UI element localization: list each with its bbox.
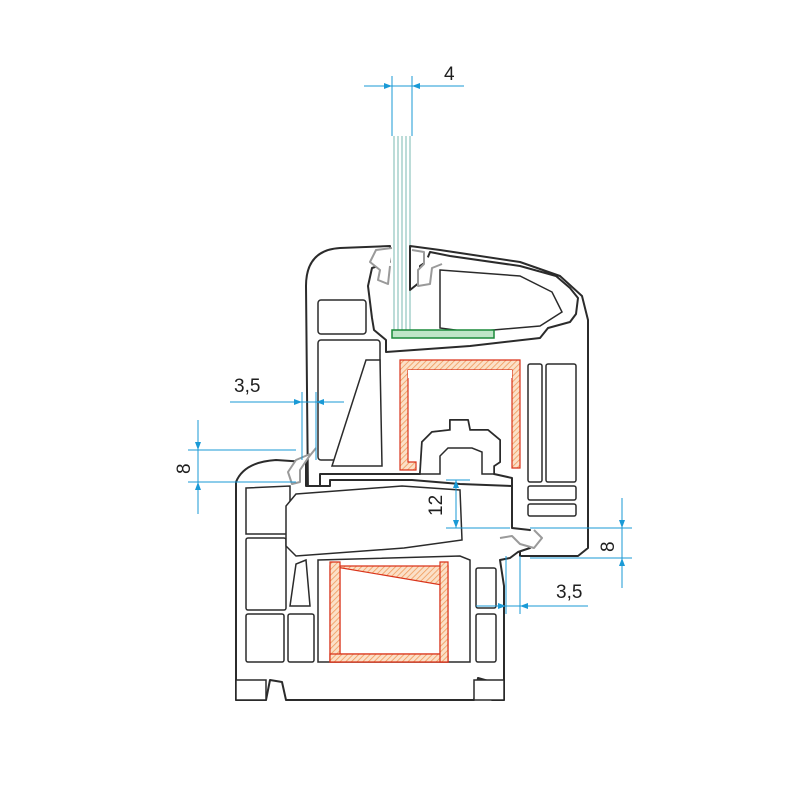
dimension-label-left-overlap: 3,5 <box>234 376 260 397</box>
sash-profile <box>305 245 589 557</box>
sash-steel-reinforcement <box>399 359 521 471</box>
gasket-right-stop <box>499 529 543 549</box>
dimension-label-glass: 4 <box>444 64 455 85</box>
glazing-gasket-left <box>369 247 393 285</box>
dimension-label-right-overlap: 3,5 <box>556 582 582 603</box>
glazing-spacer <box>391 329 495 339</box>
dimension-rebate-height: 12 <box>426 479 510 529</box>
frame-profile <box>235 459 531 701</box>
frame-steel-reinforcement <box>329 561 449 663</box>
dimension-label-right-height: 8 <box>598 541 619 552</box>
glazing-gasket-right <box>411 249 443 287</box>
glass-pane <box>393 136 411 336</box>
dimension-left-overlap: 3,5 <box>230 376 344 460</box>
dimension-glass-thickness: 4 <box>364 64 464 136</box>
dimension-right-height: 8 <box>530 498 632 588</box>
dimension-label-rebate: 12 <box>426 495 447 516</box>
dimension-label-left-height: 8 <box>174 463 195 474</box>
dimension-right-overlap: 3,5 <box>476 556 588 614</box>
dimension-left-height: 8 <box>174 420 296 514</box>
gasket-left-stop <box>287 447 317 485</box>
frame-feet <box>235 679 505 701</box>
